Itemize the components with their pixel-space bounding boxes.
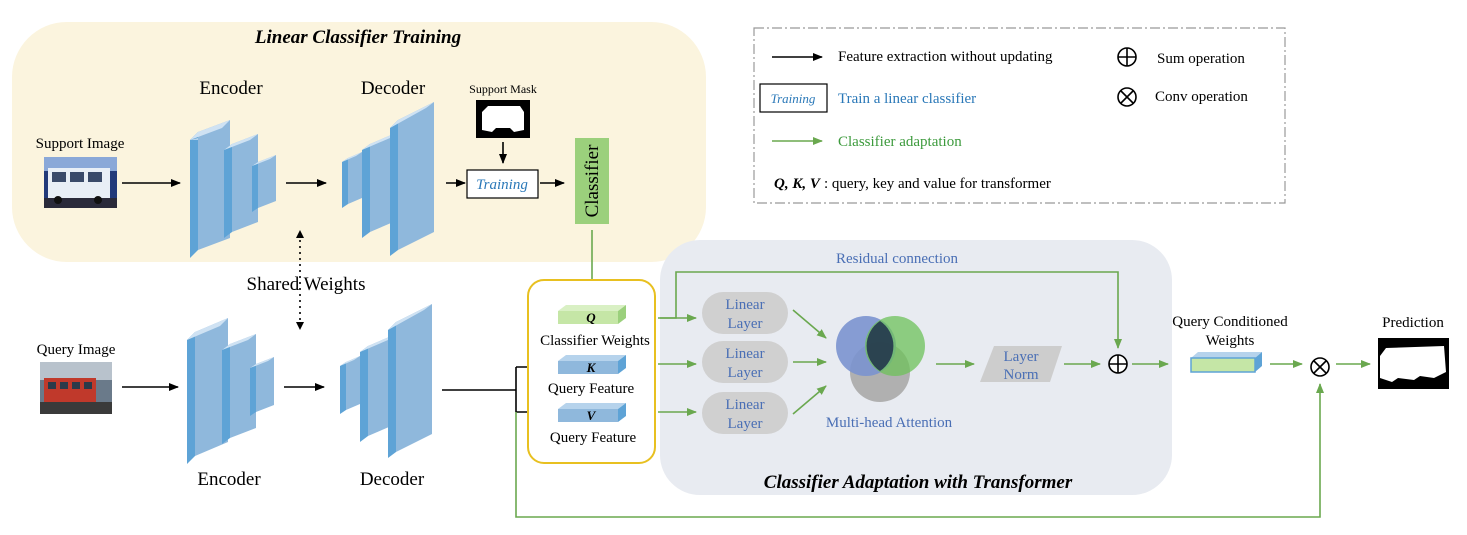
- qcw-label-line1: Query Conditioned: [1172, 314, 1288, 330]
- linear-layer-3: [702, 392, 788, 434]
- legend-box: [753, 27, 1286, 204]
- layer-norm-line2: Norm: [1004, 367, 1039, 383]
- legend-conv-icon: [1117, 87, 1137, 107]
- top-panel-title: Linear Classifier Training: [254, 27, 461, 48]
- prediction-mask-image: [1378, 338, 1449, 389]
- shared-weights-label: Shared Weights: [247, 274, 366, 295]
- linear-layer-1-line1: Linear: [725, 297, 764, 313]
- legend-black-arrow-label: Feature extraction without updating: [838, 49, 1053, 65]
- conv-operation-icon: [1310, 357, 1330, 377]
- q-symbol: Q: [586, 310, 596, 325]
- legend-qkv-desc: : query, key and value for transformer: [824, 176, 1051, 192]
- transformer-panel-title: Classifier Adaptation with Transformer: [764, 472, 1073, 493]
- linear-layer-1-line2: Layer: [728, 316, 763, 332]
- legend-training-desc: Train a linear classifier: [838, 91, 976, 107]
- encoder-blocks-bottom: [187, 318, 274, 464]
- residual-connection-label: Residual connection: [836, 251, 959, 267]
- multi-head-attention-label: Multi-head Attention: [826, 415, 953, 431]
- decoder-blocks-bottom: [340, 304, 432, 458]
- linear-layer-3-line2: Layer: [728, 416, 763, 432]
- encoder-blocks-top: [190, 120, 276, 258]
- sum-operation-icon: [1108, 354, 1128, 374]
- v-symbol: V: [587, 408, 597, 423]
- linear-layer-2-line2: Layer: [728, 365, 763, 381]
- query-conditioned-weights-block: [1190, 352, 1262, 373]
- legend-training-box: [759, 83, 828, 113]
- support-image-label: Support Image: [36, 136, 125, 152]
- support-mask-label: Support Mask: [469, 82, 537, 96]
- q-label: Classifier Weights: [540, 333, 650, 349]
- legend-green-arrow-label: Classifier adaptation: [838, 134, 962, 150]
- qcw-label-line2: Weights: [1206, 333, 1255, 349]
- k-symbol: K: [586, 360, 597, 375]
- encoder-label-top: Encoder: [199, 78, 263, 99]
- query-image-label: Query Image: [37, 342, 116, 358]
- legend-training-box-label: Training: [771, 91, 816, 106]
- support-image: [44, 157, 117, 208]
- support-mask-image: [476, 100, 530, 138]
- q-block: [558, 305, 626, 324]
- v-block: [558, 403, 626, 422]
- legend-sum-label: Sum operation: [1157, 51, 1245, 67]
- layer-norm-box: [980, 346, 1062, 382]
- encoder-label-bottom: Encoder: [197, 469, 261, 490]
- training-label: Training: [476, 177, 528, 193]
- k-block: [558, 355, 626, 374]
- transformer-panel: [660, 240, 1172, 495]
- linear-classifier-training-panel: [12, 22, 706, 262]
- legend-sum-icon: [1117, 47, 1137, 67]
- linear-layer-3-line1: Linear: [725, 397, 764, 413]
- decoder-label-top: Decoder: [361, 78, 426, 99]
- k-label: Query Feature: [548, 381, 635, 397]
- multi-head-attention-venn: [836, 316, 925, 402]
- query-image: [40, 362, 112, 414]
- legend-conv-label: Conv operation: [1155, 89, 1248, 105]
- decoder-label-bottom: Decoder: [360, 469, 425, 490]
- legend-qkv-symbols: Q, K, V: [774, 176, 822, 192]
- layer-norm-line1: Layer: [1004, 349, 1039, 365]
- linear-layer-2: [702, 341, 788, 383]
- decoder-blocks-top: [342, 102, 434, 256]
- training-box: [466, 169, 539, 199]
- query-feature-loop-arrow: [515, 383, 1324, 518]
- prediction-label: Prediction: [1382, 315, 1444, 331]
- v-label: Query Feature: [550, 430, 637, 446]
- linear-layer-1: [702, 292, 788, 334]
- linear-layer-2-line1: Linear: [725, 346, 764, 362]
- classifier-box: [575, 138, 609, 224]
- classifier-label: Classifier: [582, 144, 603, 217]
